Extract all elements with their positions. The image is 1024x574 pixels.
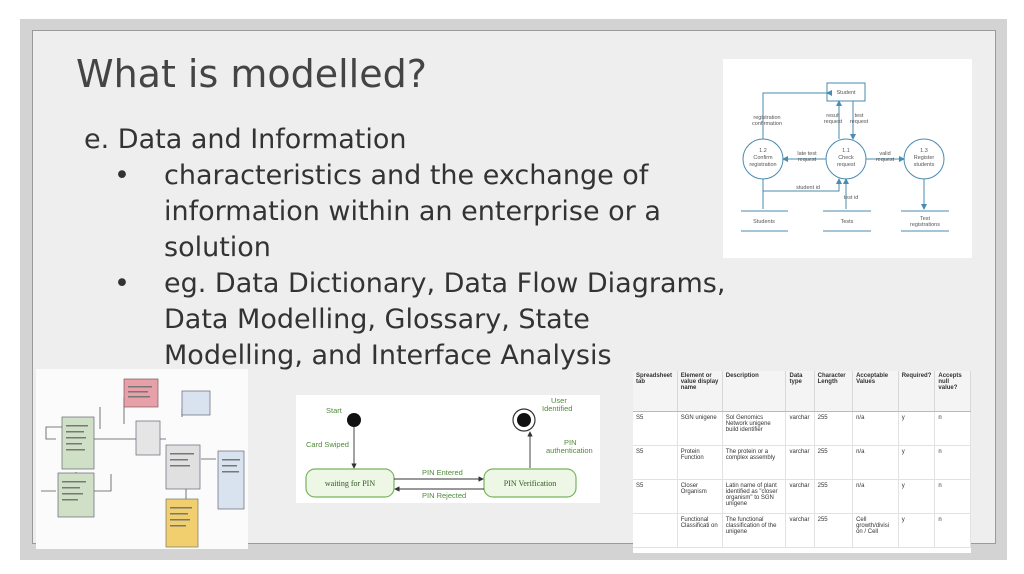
svg-text:confirmation: confirmation (752, 121, 782, 127)
col-accepts-null: Accepts null value? (934, 371, 971, 412)
waiting-state (305, 468, 395, 498)
bullet-symbol: • (114, 268, 130, 299)
svg-text:authentication: authentication (546, 446, 593, 455)
svg-text:1.3: 1.3 (920, 148, 928, 154)
col-data-type: Data type (785, 371, 815, 412)
state-diagram: Start User Identified Card Swiped PIN au… (305, 396, 593, 500)
svg-text:PIN Entered: PIN Entered (422, 468, 463, 477)
svg-text:PIN Verification: PIN Verification (504, 479, 557, 488)
svg-text:request: request (837, 162, 856, 168)
svg-text:student id: student id (796, 185, 820, 191)
svg-text:late test: late test (797, 151, 817, 157)
verification-state (483, 468, 577, 498)
data-flow-diagram: Student registration confirmation 1.2 Co… (741, 82, 949, 232)
state-start-label: Start (326, 406, 343, 415)
er-entity-green-2 (57, 472, 95, 518)
svg-text:1.1: 1.1 (842, 148, 850, 154)
svg-text:Check: Check (838, 155, 854, 161)
col-required: Required? (898, 371, 936, 412)
svg-text:request: request (798, 157, 817, 163)
data-dictionary-table: Spreadsheet tab Element or value display… (633, 371, 971, 548)
data-model-diagram (41, 378, 245, 548)
table-header-row: Spreadsheet tab Element or value display… (633, 371, 971, 412)
svg-text:request: request (824, 119, 843, 125)
registration-flow (762, 90, 832, 139)
svg-text:request: request (850, 119, 869, 125)
col-acceptable-values: Acceptable Values (852, 371, 899, 412)
svg-text:Students: Students (753, 219, 775, 225)
slide-body: e. Data and Information • characteristics… (84, 122, 734, 374)
col-spreadsheet-tab: Spreadsheet tab (633, 371, 678, 412)
svg-text:students: students (914, 162, 935, 168)
item-e: e. Data and Information (84, 124, 407, 155)
svg-text:PIN: PIN (564, 438, 577, 447)
slide-title: What is modelled? (76, 52, 427, 96)
bullet-1: • characteristics and the exchange of inf… (114, 158, 734, 266)
svg-text:User: User (551, 396, 567, 405)
svg-text:Identified: Identified (542, 404, 572, 413)
col-char-length: Character Length (814, 371, 854, 412)
end-node (512, 408, 536, 432)
bullet-1-text: characteristics and the exchange of info… (164, 160, 661, 263)
svg-text:registration: registration (749, 162, 776, 168)
svg-text:Card Swiped: Card Swiped (306, 440, 349, 449)
svg-text:test id: test id (844, 195, 859, 201)
start-node (347, 413, 361, 427)
bullet-symbol: • (114, 160, 130, 191)
svg-text:Test: Test (920, 216, 931, 222)
er-entity-yellow (165, 498, 199, 548)
state-diagram-image: Start User Identified Card Swiped PIN au… (296, 395, 600, 503)
data-dictionary-image: Spreadsheet tab Element or value display… (633, 371, 971, 553)
dfd-student: Student (837, 90, 856, 96)
col-description: Description (722, 371, 787, 412)
bullet-2: • eg. Data Dictionary, Data Flow Diagrams… (114, 266, 734, 374)
bullet-2-text: eg. Data Dictionary, Data Flow Diagrams,… (164, 268, 726, 371)
er-entity-grey-1 (135, 420, 161, 456)
data-flow-diagram-image: Student registration confirmation 1.2 Co… (723, 59, 972, 258)
er-entity-blue-2 (217, 450, 245, 510)
svg-text:Confirm: Confirm (753, 155, 773, 161)
svg-text:registrations: registrations (910, 222, 940, 228)
er-entity-grey-2 (165, 444, 201, 490)
data-model-diagram-image (36, 369, 248, 549)
svg-text:Tests: Tests (841, 219, 854, 225)
svg-text:waiting for PIN: waiting for PIN (325, 479, 375, 488)
svg-text:PIN Rejected: PIN Rejected (422, 491, 466, 500)
svg-text:result: result (826, 113, 840, 119)
er-entity-blue (181, 390, 211, 416)
svg-text:Register: Register (914, 155, 935, 161)
svg-text:request: request (876, 157, 895, 163)
col-element-name: Element or value display name (677, 371, 723, 412)
svg-text:registration: registration (753, 115, 780, 121)
er-entity-red (123, 378, 159, 408)
svg-text:1.2: 1.2 (759, 148, 767, 154)
svg-text:test: test (855, 113, 864, 119)
svg-text:valid: valid (879, 151, 890, 157)
